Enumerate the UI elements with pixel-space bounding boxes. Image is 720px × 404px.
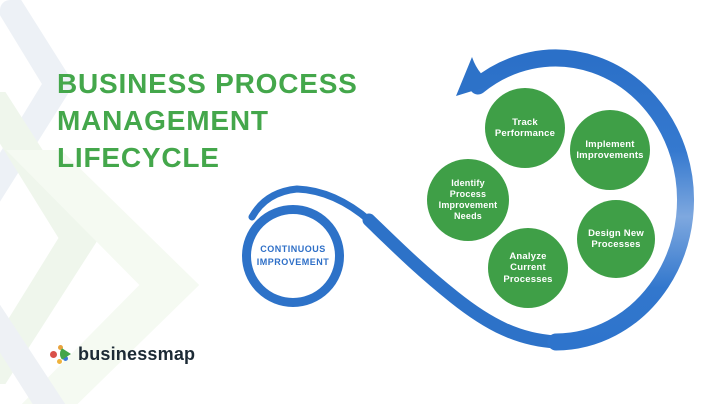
businessmap-logo-icon — [50, 343, 72, 365]
stage-label: Identify Process Improvement Needs — [438, 178, 498, 221]
continuous-improvement-label: CONTINUOUS IMPROVEMENT — [256, 243, 330, 268]
businessmap-logo: businessmap — [50, 343, 195, 365]
stage-track-performance: Track Performance — [485, 88, 565, 168]
stage-label: Design New Processes — [588, 227, 644, 250]
stage-label: Implement Improvements — [576, 138, 644, 161]
stage-identify-process-improvement-needs: Identify Process Improvement Needs — [427, 159, 509, 241]
spiral-segment-connector — [362, 213, 563, 349]
spiral-segment-loop — [469, 49, 694, 351]
spiral-segment-curl — [248, 185, 374, 225]
page-title: BUSINESS PROCESS MANAGEMENT LIFECYCLE — [57, 67, 358, 173]
continuous-improvement-circle: CONTINUOUS IMPROVEMENT — [242, 205, 344, 307]
stage-label: Analyze Current Processes — [503, 250, 553, 285]
stage-implement-improvements: Implement Improvements — [570, 110, 650, 190]
stage-analyze-current-processes: Analyze Current Processes — [488, 228, 568, 308]
stage-design-new-processes: Design New Processes — [577, 200, 655, 278]
businessmap-logo-text: businessmap — [78, 343, 196, 364]
stage-label: Track Performance — [494, 116, 556, 139]
arrowhead-icon — [456, 57, 495, 96]
